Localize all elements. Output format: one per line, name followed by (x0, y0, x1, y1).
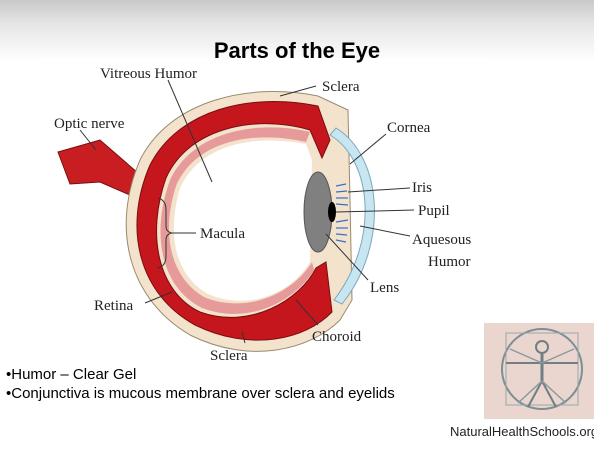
label-pupil: Pupil (418, 203, 450, 219)
bullet-item: •Conjunctiva is mucous membrane over scl… (6, 384, 476, 403)
vitruvian-man-icon (484, 323, 594, 419)
leader-iris (348, 188, 410, 192)
bullet-item: •Humor – Clear Gel (6, 365, 476, 384)
label-macula: Macula (200, 226, 245, 242)
bullet-list: •Humor – Clear Gel •Conjunctiva is mucou… (6, 365, 476, 403)
site-watermark: NaturalHealthSchools.org (450, 424, 594, 439)
vitruvian-logo (484, 323, 594, 419)
label-optic-nerve: Optic nerve (54, 116, 125, 132)
label-sclera-bottom: Sclera (210, 348, 248, 364)
label-cornea: Cornea (387, 120, 431, 136)
label-choroid: Choroid (312, 329, 362, 345)
label-iris: Iris (412, 180, 432, 196)
label-aqueous-humor-line2: Humor (428, 254, 471, 270)
pupil (328, 202, 336, 222)
label-aqueous-humor-line1: Aquesous (412, 232, 471, 248)
label-sclera-top: Sclera (322, 79, 360, 95)
lens (304, 172, 332, 252)
label-retina: Retina (94, 298, 133, 314)
label-vitreous-humor: Vitreous Humor (100, 66, 197, 82)
label-lens: Lens (370, 280, 399, 296)
slide-title: Parts of the Eye (0, 38, 594, 64)
